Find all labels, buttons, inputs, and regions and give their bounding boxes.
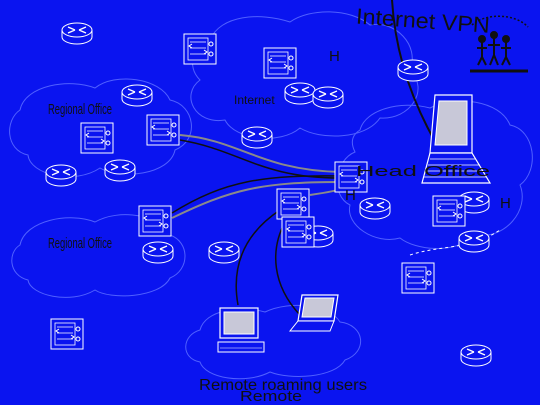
head-office-label: Head Office [356,163,490,180]
h-label-right: H [500,195,511,212]
router-icon [208,241,240,264]
router-icon [312,86,344,109]
desktop-icon [217,307,265,353]
firewall-icon [146,114,180,146]
router-icon [460,344,492,367]
people-logo-icon [470,15,529,73]
laptop-icon [288,294,339,332]
router-icon [359,197,391,220]
firewall-icon [183,33,217,65]
regional-office-bottom-label: Regional Office [48,235,112,252]
regional-cloud-bottom [11,214,186,298]
router-icon [241,126,273,149]
router-icon [458,230,490,253]
firewalls [50,33,466,350]
router-icon [142,241,174,264]
remote-label: Remote [240,388,302,405]
firewall-icon [263,47,297,79]
vpn-link-bottom-dark [171,175,341,214]
remote-roaming-label: Remote roaming users [199,377,367,394]
router-icon [397,59,429,82]
firewall-icon [50,318,84,350]
h-label-mid: H [345,187,356,204]
internet-vpn-label: Internet VPN [355,4,490,38]
remote-link-desktop [235,209,281,306]
vpn-link-bottom-gray [171,181,341,219]
firewall-icon [401,262,435,294]
firewall-icon [80,122,114,154]
remote-cloud [185,304,362,380]
router-icon [61,22,93,45]
vpn-link-top-gray [179,134,341,173]
remote-link-laptop [275,221,301,316]
vpn-link-top-dark [179,139,341,179]
laptop-icon [421,94,492,184]
firewall-icon [276,188,310,220]
router-icon [104,159,136,182]
internet-label: Internet [234,93,275,107]
router-icon [121,84,153,107]
firewall-icon [432,195,466,227]
router-icon [284,82,316,105]
labels: Internet VPN Internet Regional Office Re… [48,4,511,405]
firewall-icon [281,216,315,248]
h-label-top: H [329,48,340,65]
regional-office-top-label: Regional Office [48,101,112,118]
regional-cloud-top [9,78,192,178]
internet-cloud [190,11,419,139]
router-icon [45,164,77,187]
firewall-icon [138,205,172,237]
